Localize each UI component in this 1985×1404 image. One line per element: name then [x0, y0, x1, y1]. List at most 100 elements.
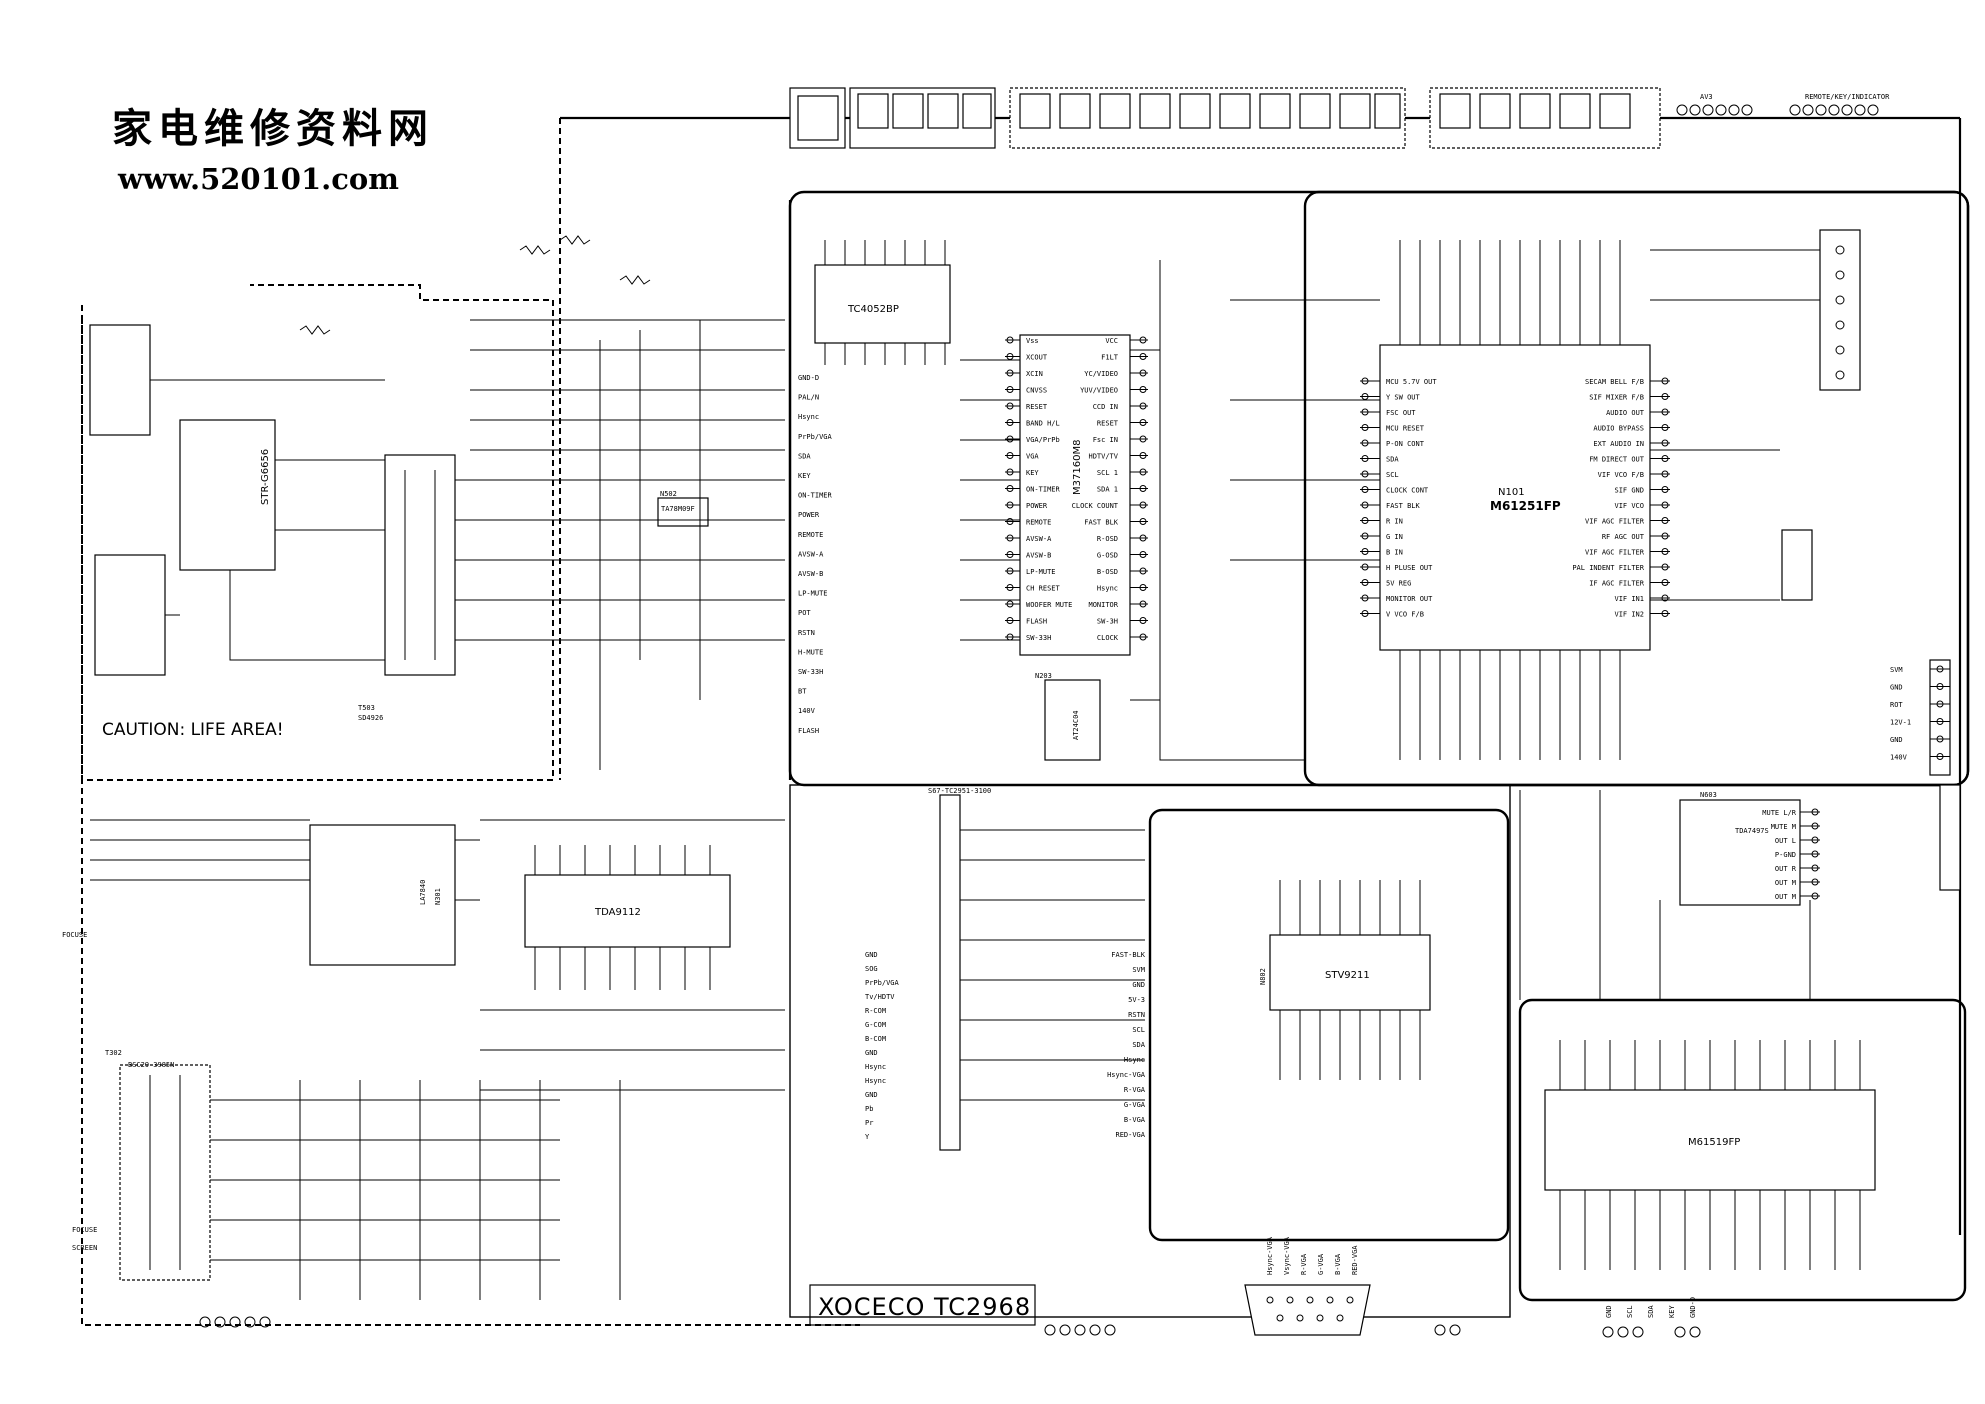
m61519-frame [1518, 998, 1967, 1302]
pin-label: SOG [865, 965, 878, 973]
pin-label: AVSW-B [798, 570, 823, 578]
n603-ref: N603 [1700, 791, 1717, 799]
pin-label: VGA/PrPb [1026, 436, 1060, 444]
pin-label: VIF IN2 [1614, 611, 1644, 619]
n603-part: TDA7497S [1735, 827, 1769, 835]
pin-label: Y SW OUT [1386, 394, 1421, 402]
pin-dot [1361, 594, 1369, 602]
pin-label: GND [865, 1049, 878, 1057]
pin-label: CNVSS [1026, 387, 1047, 395]
pin-label: R-OSD [1097, 535, 1118, 543]
pin-dot [1661, 563, 1669, 571]
pin-label: YUV/VIDEO [1080, 387, 1118, 395]
pin-label: PrPb/VGA [798, 433, 833, 441]
horizontal-output-section: T302 BSC29-3985N FOCUSE SCREEN [72, 1049, 621, 1328]
pin-label: 5V-3 [1128, 996, 1145, 1004]
pin-dot [1361, 455, 1369, 462]
pin-dot [1006, 534, 1014, 542]
pin-label: VGA [1026, 453, 1039, 461]
pin-label: FAST-BLK [1111, 951, 1146, 959]
pin-label: XCIN [1026, 370, 1043, 378]
pin-label: 12V-1 [1890, 719, 1911, 727]
pin-label: B IN [1386, 549, 1403, 557]
pin-dot [1139, 386, 1147, 393]
n101-part: M61251FP [1490, 499, 1561, 513]
pin-label: SDA [1647, 1305, 1655, 1318]
pin-label: Pb [865, 1105, 873, 1113]
pin-label: GND [865, 951, 878, 959]
pin-label: LP-MUTE [798, 590, 828, 598]
pin-label: SCL [1386, 471, 1399, 479]
pin-dot [1139, 600, 1147, 608]
stv9211-ref: N802 [1259, 968, 1267, 985]
pin-dot [1006, 336, 1014, 344]
pin-label: SCL 1 [1097, 469, 1118, 477]
pin-dot [1936, 718, 1944, 725]
pin-label: VCC [1105, 337, 1118, 345]
pin-dot [1661, 610, 1669, 617]
pin-label: SDA [1386, 456, 1399, 464]
t503-part: SD4926 [358, 714, 383, 722]
pin-label: OUT M [1775, 893, 1796, 901]
pin-label: SIF GND [1614, 487, 1644, 495]
pin-dot [1006, 468, 1014, 476]
pin-dot [1936, 700, 1944, 708]
pin-label: MONITOR OUT [1386, 595, 1433, 603]
n801-part: M37160M8 [1072, 440, 1083, 495]
pin-dot [1139, 369, 1147, 377]
pin-dot [1006, 452, 1014, 459]
pin-dot [1361, 610, 1369, 617]
pin-dot [1139, 402, 1147, 410]
n603-box [1679, 799, 1801, 906]
pin-label: SCL [1132, 1026, 1145, 1034]
pin-label: SW-3H [1097, 618, 1118, 626]
pin-label: B-OSD [1097, 568, 1118, 576]
pin-label: AUDIO OUT [1606, 409, 1645, 417]
pin-label: Pr [865, 1119, 873, 1127]
pin-label: PAL INDENT FILTER [1572, 564, 1644, 572]
pin-label: MCU RESET [1386, 425, 1425, 433]
tda9112-section: TDA9112 [480, 819, 785, 1091]
pin-label: B-VGA [1334, 1253, 1342, 1275]
x802-frame [789, 784, 1511, 1318]
connector-av3: AV3 [1676, 93, 1753, 116]
pin-label: VIF AGC FILTER [1585, 518, 1645, 526]
pin-dot [1361, 517, 1369, 524]
pin-dot [1361, 486, 1369, 493]
pin-label: ROT [1890, 701, 1903, 709]
pin-label: RF AGC OUT [1602, 533, 1645, 541]
pin-label: SDA 1 [1097, 486, 1118, 494]
pin-label: CLOCK [1097, 634, 1119, 642]
pin-label: G-COM [865, 1021, 886, 1029]
pin-label: Y [865, 1133, 870, 1141]
pin-label: G-VGA [1317, 1253, 1325, 1275]
n301-part: LA7840 [419, 880, 427, 905]
pin-dot [1139, 468, 1147, 476]
pin-label: FM DIRECT OUT [1589, 456, 1645, 464]
pin-label: SCL [1626, 1305, 1634, 1318]
x801-connector [1044, 1324, 1116, 1336]
pin-dot [1661, 424, 1669, 431]
tc4052-section: TC4052BP [814, 240, 951, 365]
pin-label: POWER [1026, 502, 1048, 510]
t302-part: BSC29-3985N [128, 1061, 174, 1069]
pin-dot [1661, 408, 1669, 416]
label-focus-2: FOCUSE [72, 1226, 97, 1234]
pin-label: SIF MIXER F/B [1589, 394, 1644, 402]
pin-dot [1661, 455, 1669, 462]
pin-label: 140V [1890, 754, 1908, 762]
pin-label: B-VGA [1124, 1116, 1146, 1124]
caution-label: CAUTION: LIFE AREA! [102, 720, 284, 740]
pin-label: SW-33H [1026, 634, 1051, 642]
pin-label: AVSW-A [798, 550, 824, 558]
stv9211-box [1269, 934, 1431, 1011]
pin-label: FSC OUT [1386, 409, 1416, 417]
label-screen: SCREEN [72, 1244, 97, 1252]
main-frame [788, 190, 1970, 787]
pin-dot [1661, 486, 1669, 493]
